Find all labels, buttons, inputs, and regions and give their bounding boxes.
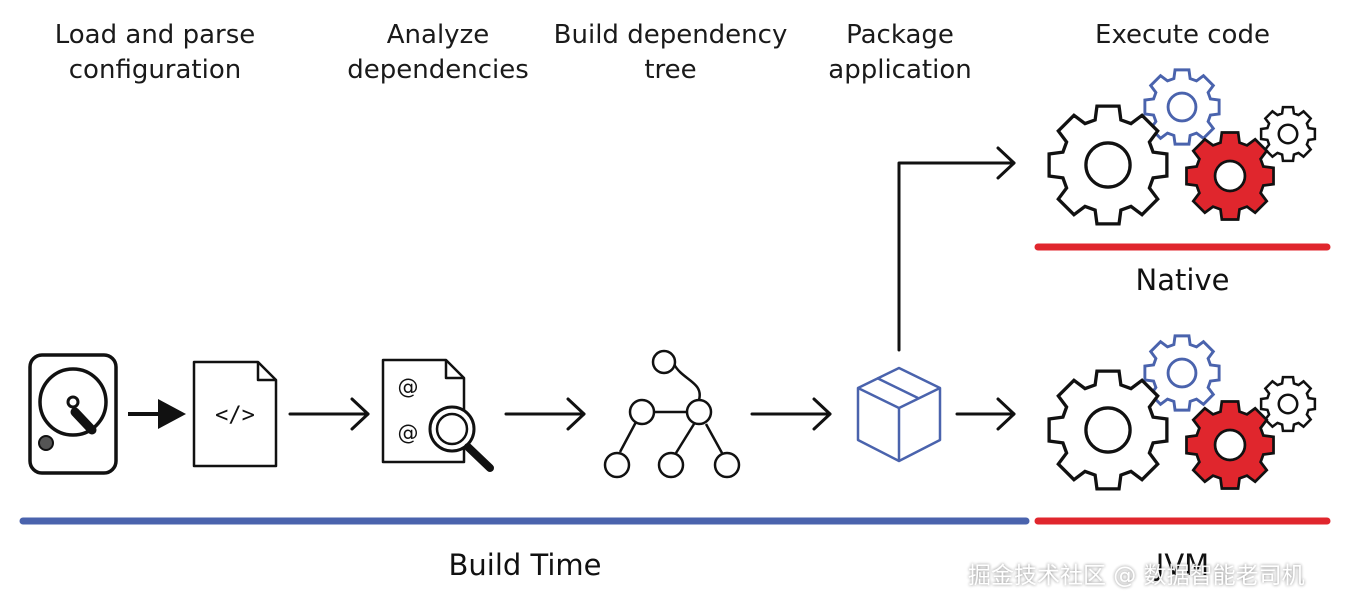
svg-text:@: @	[398, 421, 419, 445]
tree-icon	[603, 349, 741, 479]
svg-text:@: @	[398, 375, 419, 399]
step-label-package-application: Package application	[828, 20, 972, 85]
code-file-icon: </>	[192, 360, 278, 468]
package-box-icon	[856, 366, 942, 463]
flow-arrow-2	[288, 397, 370, 431]
step-label-build-tree: Build dependency tree	[553, 20, 788, 85]
hard-drive-icon	[28, 353, 118, 475]
step-label-execute-code: Execute code	[1095, 20, 1270, 50]
native-label: Native	[1135, 263, 1230, 297]
native-branch-arrow	[897, 146, 1016, 352]
jvm-label: JVM	[1155, 548, 1210, 582]
jvm-flow-arrow	[955, 397, 1016, 431]
watermark-text: 掘金技术社区 @ 数据智能老司机	[968, 563, 1305, 589]
flow-arrow-1	[128, 399, 186, 429]
gears-icon-native	[1047, 68, 1317, 226]
gears-icon-jvm	[1047, 334, 1317, 491]
document-search-icon: @ @	[381, 358, 494, 472]
svg-text:</>: </>	[215, 403, 255, 428]
step-label-analyze-dependencies: Analyze dependencies	[347, 20, 529, 85]
flow-arrow-3	[504, 397, 586, 431]
build-time-label: Build Time	[448, 548, 602, 582]
flow-arrow-4	[750, 397, 832, 431]
step-label-load-config: Load and parse configuration	[54, 20, 256, 85]
